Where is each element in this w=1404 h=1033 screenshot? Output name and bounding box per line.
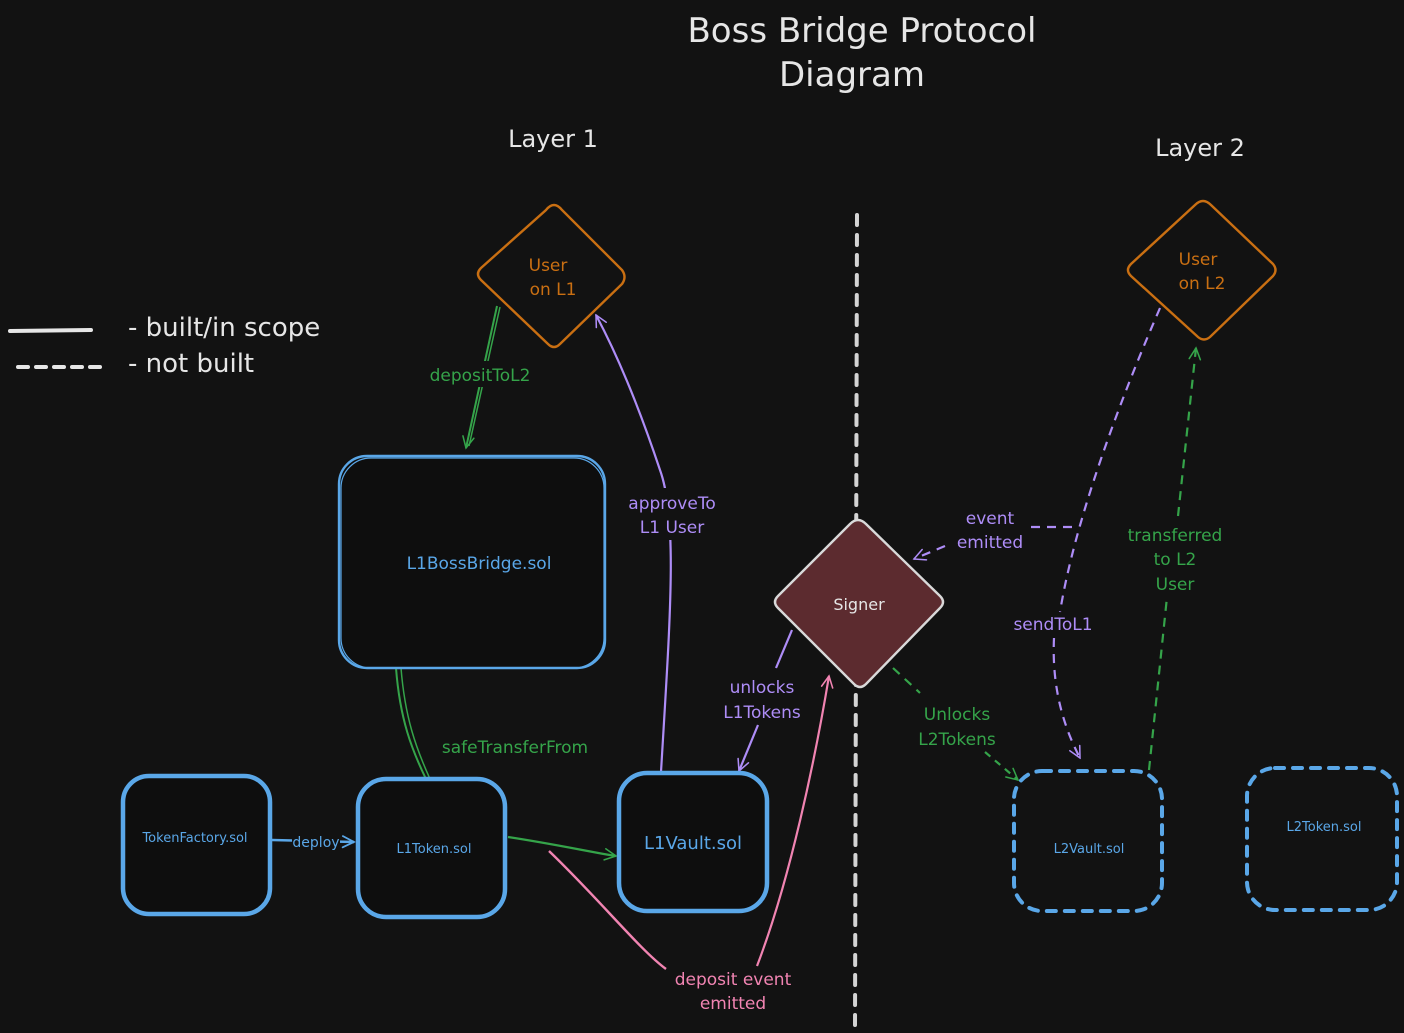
edge-send-to-l1: sendToL1 <box>1013 307 1162 758</box>
event-emitted-label-line1: event <box>966 509 1015 529</box>
legend: - built/in scope - not built <box>8 313 320 379</box>
unlocks-l2-arrow <box>984 751 1018 780</box>
node-l2-token[interactable]: L2Token.sol <box>1245 766 1399 912</box>
token-factory-label: TokenFactory.sol <box>141 831 247 846</box>
unlocks-l1-arrow <box>739 724 760 771</box>
edge-safe-transfer-from: safeTransferFrom <box>395 667 588 780</box>
node-l2-vault[interactable]: L2Vault.sol <box>1012 769 1164 913</box>
deposit-event-line <box>548 850 667 970</box>
token-to-vault-arrow <box>507 835 616 856</box>
edge-unlocks-l2-tokens: Unlocks L2Tokens <box>892 667 1018 780</box>
edge-event-emitted: event emitted <box>914 509 1072 559</box>
unlocks-l2-label-line2: L2Tokens <box>918 730 996 750</box>
edge-unlocks-l1-tokens: unlocks L1Tokens <box>723 629 801 771</box>
layer1-heading: Layer 1 <box>508 125 598 153</box>
approve-label-line2: L1 User <box>640 518 704 538</box>
diagram-title-line1: Boss Bridge Protocol <box>687 11 1036 51</box>
unlocks-l1-label-line2: L1Tokens <box>723 703 801 723</box>
safe-transfer-from-line2 <box>400 667 431 780</box>
deposit-event-label-line1: deposit event <box>675 970 792 990</box>
node-token-factory[interactable]: TokenFactory.sol <box>120 773 273 917</box>
l2-vault-label: L2Vault.sol <box>1054 842 1125 857</box>
user-l2-label-line1: User <box>1179 250 1218 270</box>
approve-label-line1: approveTo <box>628 494 715 514</box>
legend-solid-label: - built/in scope <box>128 313 320 343</box>
signer-diamond <box>773 518 945 689</box>
legend-solid-line <box>8 328 93 333</box>
user-l1-label-line2: on L1 <box>530 280 577 300</box>
user-l1-label-line1: User <box>529 256 568 276</box>
l1-vault-label: L1Vault.sol <box>644 833 742 854</box>
send-to-l1-line <box>1058 307 1162 613</box>
user-l1-diamond <box>476 203 626 349</box>
node-user-l2[interactable]: User on L2 <box>1126 199 1277 341</box>
send-to-l1-label: sendToL1 <box>1013 615 1092 635</box>
token-factory-box <box>120 773 273 917</box>
l2-token-box <box>1245 766 1399 912</box>
l1-boss-bridge-label: L1BossBridge.sol <box>407 554 552 574</box>
approve-arrow <box>595 315 672 773</box>
deposit-to-l2-label-bg <box>412 361 548 387</box>
deposit-event-arrow <box>755 676 829 967</box>
node-l1-boss-bridge[interactable]: L1BossBridge.sol <box>337 454 607 670</box>
layer2-heading: Layer 2 <box>1155 134 1245 162</box>
unlocks-l2-line <box>892 667 921 694</box>
unlocks-l2-label-line1: Unlocks <box>924 705 991 725</box>
deploy-label-bg <box>292 831 340 851</box>
transferred-label-line3: User <box>1156 575 1195 595</box>
edge-token-to-vault <box>507 835 616 856</box>
send-to-l1-arrow <box>1052 637 1081 758</box>
safe-transfer-from-line <box>395 667 427 780</box>
transferred-line <box>1147 596 1169 771</box>
node-l1-token[interactable]: L1Token.sol <box>355 776 508 920</box>
event-emitted-arrow <box>914 544 946 559</box>
safe-transfer-from-label: safeTransferFrom <box>442 738 588 758</box>
deposit-to-l2-label: depositToL2 <box>430 366 531 386</box>
user-l2-label-line2: on L2 <box>1179 274 1226 294</box>
event-emitted-label-line2: emitted <box>957 533 1023 553</box>
deploy-label: deploy <box>292 835 339 851</box>
node-user-l1[interactable]: User on L1 <box>476 203 626 349</box>
edge-deposit-to-l2: depositToL2 <box>412 305 548 448</box>
unlocks-l1-label-line1: unlocks <box>730 678 795 698</box>
l1-vault-box <box>616 770 770 914</box>
l1-boss-bridge-box-stroke2 <box>340 457 605 669</box>
signer-label: Signer <box>833 595 885 614</box>
node-signer[interactable]: Signer <box>773 518 945 689</box>
node-l1-vault[interactable]: L1Vault.sol <box>616 770 770 914</box>
transferred-label-line1: transferred <box>1128 526 1223 546</box>
edge-transferred-to-l2-user: transferred to L2 User <box>1128 348 1223 771</box>
edge-deposit-event-emitted: deposit event emitted <box>548 676 829 1014</box>
l2-vault-box <box>1012 769 1164 913</box>
diagram-title-line2: Diagram <box>779 55 925 95</box>
edge-approve-to-l1-user: approveTo L1 User <box>595 315 732 773</box>
unlocks-l1-line <box>774 629 794 669</box>
edge-deploy: deploy <box>271 831 354 851</box>
l2-token-label: L2Token.sol <box>1287 820 1362 835</box>
legend-dashed-label: - not built <box>128 349 254 379</box>
l1-token-label: L1Token.sol <box>397 842 472 857</box>
user-l2-diamond <box>1126 199 1277 341</box>
deposit-event-label-line2: emitted <box>700 994 766 1014</box>
transferred-arrow <box>1176 348 1196 517</box>
approve-label-bg <box>612 488 732 540</box>
l1-token-box <box>355 776 508 920</box>
transferred-label-line2: to L2 <box>1154 550 1197 570</box>
